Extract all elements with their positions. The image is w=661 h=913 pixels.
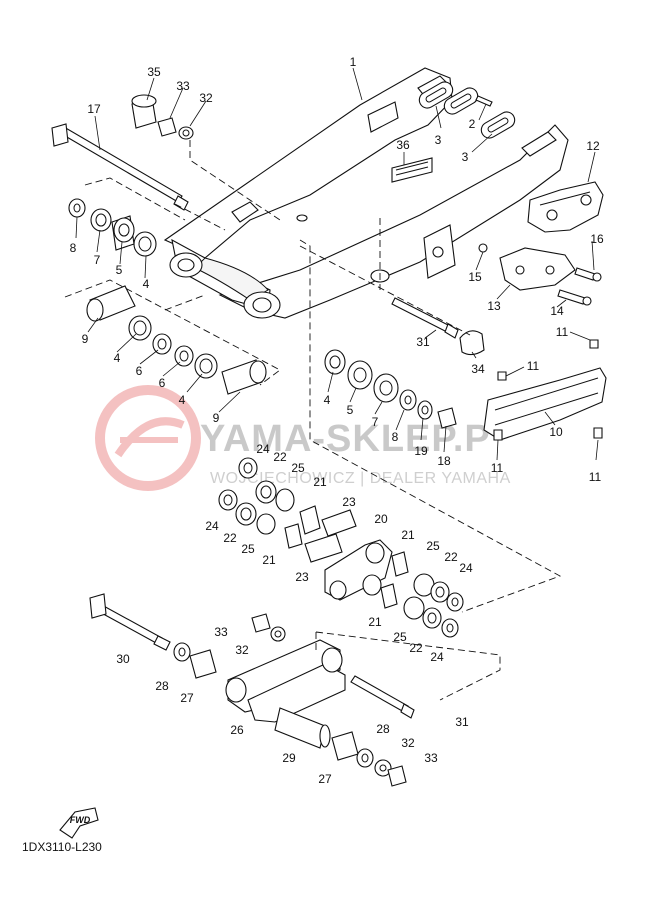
callout-17: 17 (87, 102, 101, 116)
callout-4: 4 (113, 351, 121, 365)
callout-9: 9 (212, 411, 220, 425)
callout-6: 6 (158, 376, 166, 390)
callout-11: 11 (555, 325, 569, 339)
callout-31: 31 (455, 715, 469, 729)
callout-8: 8 (69, 241, 77, 255)
connecting-rod (225, 639, 346, 723)
callout-18: 18 (437, 454, 451, 468)
callout-8: 8 (391, 430, 399, 444)
callout-24: 24 (459, 561, 473, 575)
callout-13: 13 (487, 299, 501, 313)
callout-33: 33 (424, 751, 438, 765)
callout-11: 11 (490, 461, 504, 475)
watermark-subtitle: WOJCIECHOWICZ | DEALER YAMAHA (210, 470, 511, 487)
fwd-arrow-icon (59, 807, 99, 839)
callout-25: 25 (426, 539, 440, 553)
callout-21: 21 (313, 475, 327, 489)
relay-bearings (218, 457, 464, 638)
callout-11: 11 (526, 359, 540, 373)
callout-33: 33 (214, 625, 228, 639)
callout-25: 25 (241, 542, 255, 556)
callout-11: 11 (588, 470, 602, 484)
callout-10: 10 (549, 425, 563, 439)
callout-32: 32 (401, 736, 415, 750)
lower-hardware (89, 593, 415, 787)
callout-16: 16 (590, 232, 604, 246)
callout-28: 28 (155, 679, 169, 693)
callout-27: 27 (180, 691, 194, 705)
callout-14: 14 (550, 304, 564, 318)
callout-34: 34 (471, 362, 485, 376)
callout-15: 15 (468, 270, 482, 284)
callout-22: 22 (223, 531, 237, 545)
callout-4: 4 (323, 393, 331, 407)
top-hardware (131, 94, 194, 140)
callout-6: 6 (135, 364, 143, 378)
callout-21: 21 (262, 553, 276, 567)
callout-31: 31 (416, 335, 430, 349)
diagram-code: 1DX3110-L230 (22, 840, 102, 854)
callout-22: 22 (444, 550, 458, 564)
decal (391, 157, 433, 183)
callout-4: 4 (178, 393, 186, 407)
callout-23: 23 (295, 570, 309, 584)
pivot-shaft (51, 123, 189, 211)
callout-36: 36 (396, 138, 410, 152)
callout-3: 3 (461, 150, 469, 164)
alignment-lines (64, 140, 562, 701)
leader-lines (75, 67, 599, 461)
callout-1: 1 (349, 55, 357, 69)
callout-12: 12 (586, 139, 600, 153)
callout-22: 22 (409, 641, 423, 655)
callout-28: 28 (376, 722, 390, 736)
pivot-bearings-middle (86, 285, 267, 395)
callout-32: 32 (199, 91, 213, 105)
callout-25: 25 (291, 461, 305, 475)
callout-24: 24 (256, 442, 270, 456)
callout-23: 23 (342, 495, 356, 509)
callout-3: 3 (434, 133, 442, 147)
callout-9: 9 (81, 332, 89, 346)
callout-19: 19 (414, 444, 428, 458)
callout-4: 4 (142, 277, 150, 291)
chain-pad-slots (418, 81, 516, 139)
swingarm (163, 67, 569, 319)
callout-7: 7 (93, 253, 101, 267)
callout-24: 24 (205, 519, 219, 533)
callout-2: 2 (468, 117, 476, 131)
callout-5: 5 (115, 263, 123, 277)
callout-21: 21 (401, 528, 415, 542)
callout-21: 21 (368, 615, 382, 629)
callout-7: 7 (371, 415, 379, 429)
callout-27: 27 (318, 772, 332, 786)
callout-29: 29 (282, 751, 296, 765)
chain-guide (527, 181, 604, 233)
callout-26: 26 (230, 723, 244, 737)
callout-30: 30 (116, 652, 130, 666)
callout-24: 24 (430, 650, 444, 664)
callout-33: 33 (176, 79, 190, 93)
fwd-label: FWD (69, 815, 91, 825)
callout-22: 22 (273, 450, 287, 464)
callout-5: 5 (346, 403, 354, 417)
callout-35: 35 (147, 65, 161, 79)
chain-slider (483, 339, 607, 441)
pivot-bearings-right (324, 297, 485, 429)
callout-32: 32 (235, 643, 249, 657)
callout-25: 25 (393, 630, 407, 644)
guide-bracket (478, 243, 602, 306)
pivot-bearings-left (68, 198, 157, 257)
relay-arm (324, 539, 393, 601)
callout-20: 20 (374, 512, 388, 526)
